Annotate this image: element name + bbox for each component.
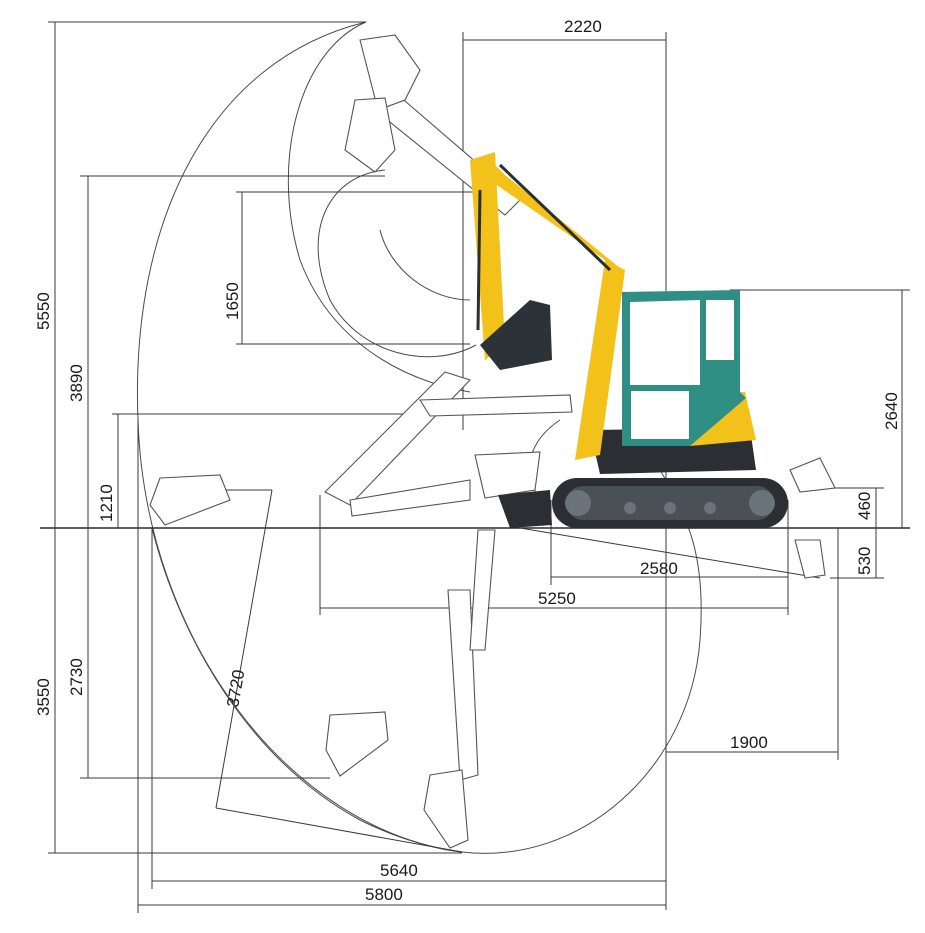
- dim-460: 460: [855, 492, 874, 520]
- bucket: [480, 300, 552, 370]
- dim-3890: 3890: [67, 364, 86, 402]
- dim-1210: 1210: [97, 484, 116, 522]
- ghost-arm-top: [374, 94, 521, 216]
- dim-5800: 5800: [365, 885, 403, 904]
- ghost-bucket-mid: [474, 451, 541, 499]
- dim-5250: 5250: [538, 589, 576, 608]
- dim-530: 530: [855, 547, 874, 575]
- outer-reach-arc: [136, 21, 702, 854]
- ghost-boom-deep: [469, 529, 496, 651]
- dim-5640: 5640: [380, 861, 418, 880]
- dim-2730: 2730: [67, 658, 86, 696]
- arm-cylinder: [476, 189, 482, 331]
- dimension-lines: [48, 21, 910, 913]
- bucket-curl-arc: [317, 169, 477, 358]
- lower-dig-arc: [151, 527, 463, 853]
- ghost-boom-mid: [419, 394, 573, 417]
- ghost-blade-down: [794, 539, 826, 579]
- dim-5550: 5550: [34, 292, 53, 330]
- cab-window-side: [706, 300, 734, 360]
- dim-2580: 2580: [640, 559, 678, 578]
- ghost-bucket-wall: [325, 711, 389, 777]
- dim-3550: 3550: [34, 678, 53, 716]
- small-curl-arc: [379, 229, 471, 301]
- boom-cylinder: [498, 163, 612, 272]
- ghost-bucket-deep: [423, 769, 469, 849]
- excavator-machine: [470, 152, 788, 528]
- dim-2640: 2640: [882, 392, 901, 430]
- track-rollers: [565, 490, 775, 516]
- cab-window-front: [630, 300, 700, 385]
- dim-2220: 2220: [564, 17, 602, 36]
- ghost-blade-up: [789, 457, 836, 493]
- dim-3720: 3720: [223, 668, 248, 709]
- ghost-boom-reach: [349, 479, 471, 517]
- dim-1650: 1650: [223, 282, 242, 320]
- cab-door-glass: [629, 389, 691, 441]
- boom-lower: [575, 260, 625, 460]
- ghost-bucket-curl: [344, 97, 396, 173]
- ghost-bucket-far: [149, 474, 231, 526]
- dim-1900: 1900: [730, 733, 768, 752]
- inner-top-arc: [287, 21, 471, 393]
- dozer-blade: [498, 490, 552, 528]
